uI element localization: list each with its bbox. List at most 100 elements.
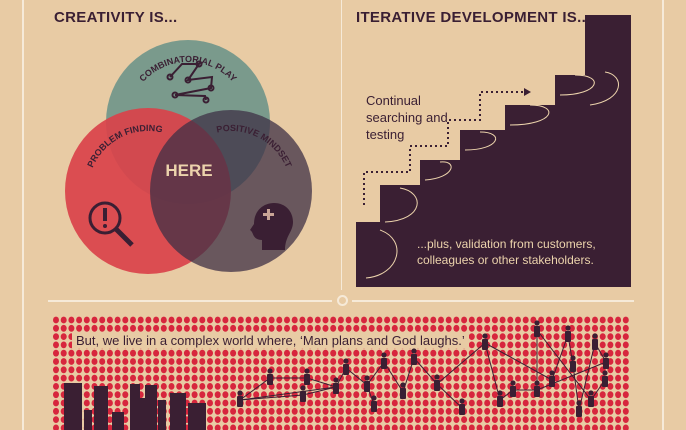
- dot: [60, 358, 67, 365]
- dot: [553, 324, 560, 332]
- dot: [122, 316, 129, 324]
- dot: [515, 383, 521, 390]
- dot: [507, 416, 514, 423]
- dot: [422, 383, 429, 390]
- dot: [207, 424, 213, 430]
- dot: [322, 316, 329, 324]
- person-icon: [576, 400, 582, 406]
- dot: [353, 407, 360, 415]
- dot: [622, 383, 629, 390]
- dot: [368, 366, 375, 374]
- dot: [230, 391, 237, 399]
- dot: [284, 416, 290, 423]
- dot: [391, 324, 398, 332]
- dot: [592, 366, 598, 374]
- person-icon: [534, 320, 540, 326]
- dot: [106, 358, 113, 365]
- dot: [568, 391, 575, 399]
- dot: [330, 416, 337, 423]
- dot: [353, 316, 360, 324]
- dot: [445, 374, 452, 382]
- dot: [122, 324, 129, 332]
- dot: [568, 383, 575, 390]
- dot: [414, 324, 421, 332]
- dot: [561, 416, 568, 423]
- dot: [491, 316, 498, 324]
- dot: [53, 424, 59, 430]
- dot: [322, 366, 329, 374]
- dot: [615, 324, 622, 332]
- dot: [453, 316, 460, 324]
- dot: [615, 333, 622, 340]
- dot: [422, 349, 429, 357]
- dot: [214, 374, 221, 382]
- building: [64, 383, 82, 430]
- dot: [106, 424, 113, 430]
- dot: [237, 416, 244, 423]
- dot: [499, 316, 506, 324]
- dot: [438, 349, 444, 357]
- dot: [199, 374, 206, 382]
- dot: [584, 316, 591, 324]
- dot: [515, 399, 521, 407]
- dot: [576, 416, 583, 423]
- dot: [330, 407, 337, 415]
- dot: [284, 407, 290, 415]
- dot: [214, 391, 221, 399]
- dot: [422, 316, 429, 324]
- dot: [260, 383, 267, 390]
- dot: [399, 358, 406, 365]
- dot: [222, 324, 229, 332]
- dot: [545, 316, 552, 324]
- dot: [538, 358, 545, 365]
- dot: [499, 333, 506, 340]
- dot: [99, 374, 106, 382]
- person-icon: [411, 354, 417, 365]
- dot: [145, 324, 152, 332]
- dot: [568, 424, 575, 430]
- dot: [284, 383, 290, 390]
- dot: [230, 374, 237, 382]
- dot: [68, 374, 75, 382]
- dot: [68, 316, 75, 324]
- dot: [515, 333, 521, 340]
- dot: [599, 341, 606, 349]
- dot: [153, 366, 160, 374]
- dot: [622, 341, 629, 349]
- dot: [561, 324, 568, 332]
- dot: [384, 399, 391, 407]
- dot: [399, 349, 406, 357]
- dot: [584, 324, 591, 332]
- dot: [106, 316, 113, 324]
- dot: [268, 399, 275, 407]
- dot: [114, 383, 121, 390]
- person-icon: [434, 374, 440, 380]
- dot: [615, 341, 622, 349]
- dot: [438, 416, 444, 423]
- dot: [160, 383, 167, 390]
- dot: [230, 399, 237, 407]
- dot: [530, 341, 537, 349]
- dot: [515, 316, 521, 324]
- dot: [83, 399, 90, 407]
- person-icon: [497, 396, 503, 407]
- dot: [299, 316, 306, 324]
- dot: [376, 399, 383, 407]
- dot: [468, 383, 475, 390]
- dot: [538, 407, 545, 415]
- dot: [530, 349, 537, 357]
- dot: [214, 316, 221, 324]
- dot: [584, 341, 591, 349]
- dot: [291, 349, 298, 357]
- dot: [430, 407, 437, 415]
- continual-searching-note: Continual searching and testing: [366, 93, 448, 142]
- dot: [592, 383, 598, 390]
- dot: [499, 424, 506, 430]
- dot: [376, 374, 383, 382]
- dot: [153, 358, 160, 365]
- dot: [53, 341, 59, 349]
- dot: [114, 374, 121, 382]
- dot: [276, 324, 283, 332]
- dot: [60, 374, 67, 382]
- dot: [414, 374, 421, 382]
